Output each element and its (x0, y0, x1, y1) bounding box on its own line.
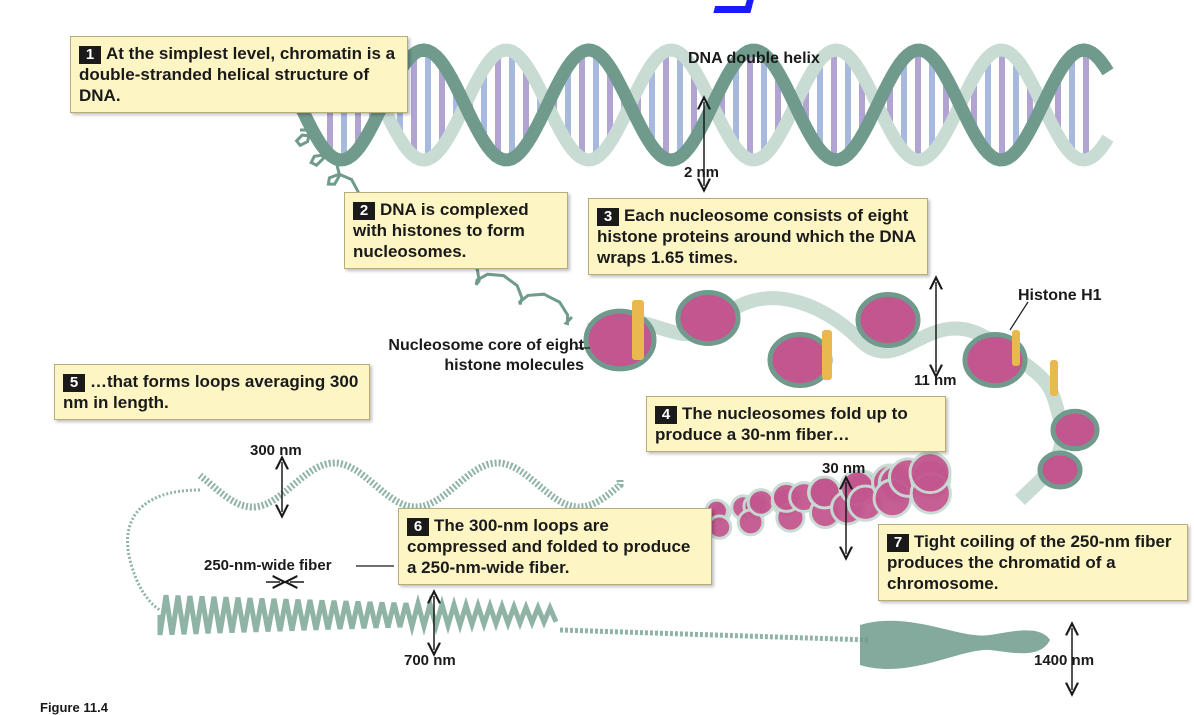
label-11nm: 11 nm (914, 372, 957, 389)
callout-4-number: 4 (655, 406, 677, 424)
nucleosome (855, 292, 921, 348)
loops-300nm (197, 459, 624, 511)
callout-7-text: Tight coiling of the 250-nm fiber produc… (887, 532, 1172, 593)
callout-6-text: The 300-nm loops are compressed and fold… (407, 516, 691, 577)
histone-h1 (632, 300, 644, 360)
label-2nm: 2 nm (684, 164, 720, 181)
nucleosome (962, 332, 1028, 388)
callout-2-text: DNA is complexed with histones to form n… (353, 200, 529, 261)
nucleosome (1050, 408, 1100, 452)
histone-h1 (822, 330, 832, 380)
label-dna-double-helix: DNA double helix (688, 50, 820, 67)
fiber-250nm (157, 593, 559, 637)
callout-5: 5…that forms loops averaging 300 nm in l… (54, 364, 370, 420)
callout-3-number: 3 (597, 208, 619, 226)
label-700nm: 700 nm (404, 652, 456, 669)
callout-6-number: 6 (407, 518, 429, 536)
callout-1-text: At the simplest level, chromatin is a do… (79, 44, 396, 105)
nucleosome (767, 332, 833, 388)
fiber-30nm-nucleosome (908, 451, 952, 495)
callout-7-number: 7 (887, 534, 909, 552)
label-histone-h1: Histone H1 (1018, 287, 1102, 304)
label-nucleosome-core: Nucleosome core of eight histone molecul… (388, 337, 584, 374)
label-300nm: 300 nm (250, 442, 302, 459)
callout-1-number: 1 (79, 46, 101, 64)
histone-h1 (1012, 330, 1020, 366)
loops-connector (126, 488, 201, 612)
nucleosome (1037, 450, 1083, 490)
fiber-30nm-nucleosome (746, 488, 776, 517)
histone-h1 (1050, 360, 1058, 396)
callout-4-text: The nucleosomes fold up to produce a 30-… (655, 404, 908, 444)
callout-3-text: Each nucleosome consists of eight histon… (597, 206, 916, 267)
nucleosome (675, 290, 741, 346)
fiber-to-chromosome (559, 627, 871, 643)
callout-2-number: 2 (353, 202, 375, 220)
helix-backbone-light (294, 43, 1114, 167)
chromosome (860, 620, 1050, 670)
label-250nm-fiber: 250-nm-wide fiber (204, 557, 332, 574)
label-1400nm: 1400 nm (1034, 652, 1095, 669)
figure-caption: Figure 11.4 (40, 700, 108, 715)
callout-5-number: 5 (63, 374, 85, 392)
label-30nm: 30 nm (822, 460, 866, 477)
callout-5-text: …that forms loops averaging 300 nm in le… (63, 372, 359, 412)
leader-line (1009, 301, 1029, 331)
